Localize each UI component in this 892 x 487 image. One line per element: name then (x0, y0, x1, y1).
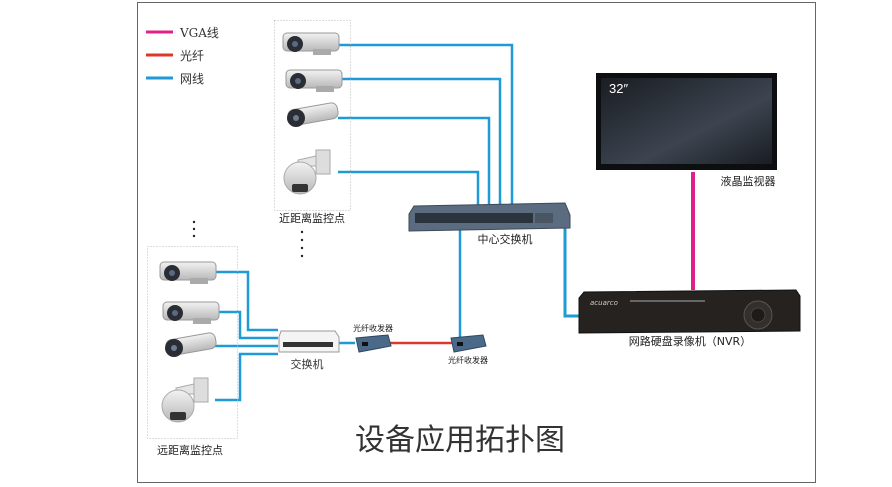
legend-label-fiber: 光纤 (180, 49, 204, 63)
legend: VGA线 光纤 网线 (146, 26, 219, 86)
transceiver-a: 光纤收发器 (353, 323, 393, 353)
access-switch: 交换机 (278, 330, 340, 371)
cable-far-cam-2 (213, 310, 278, 340)
transceiver-a-label: 光纤收发器 (353, 323, 393, 333)
nvr-label: 网路硬盘录像机（NVR） (629, 334, 751, 348)
nvr-brand: acuarco (590, 299, 618, 307)
monitor-size: 32″ (609, 81, 628, 96)
box-camera-icon (282, 32, 340, 56)
box-camera-ir-icon (162, 301, 220, 325)
transceiver-b-label: 光纤收发器 (448, 355, 488, 365)
continuation-dots (192, 220, 304, 258)
bullet-camera-icon (286, 101, 340, 128)
core-switch: 中心交换机 (408, 202, 571, 246)
bullet-camera-icon (164, 331, 218, 358)
monitor-label: 液晶监视器 (721, 174, 776, 188)
cable-near-cam-1 (338, 43, 514, 208)
cable-core-nvr (563, 228, 580, 318)
cable-far-cam-1 (215, 270, 278, 332)
near-site-label: 近距离监控点 (279, 211, 345, 225)
lcd-monitor: 32″ 液晶监视器 (596, 73, 777, 188)
cable-far-cam-4 (215, 352, 278, 402)
legend-label-vga: VGA线 (179, 26, 219, 40)
far-site: 远距离监控点 (147, 246, 238, 457)
cable-near-cam-3 (338, 116, 491, 208)
far-site-label: 远距离监控点 (157, 443, 223, 457)
diagram-title: 设备应用拓扑图 (355, 423, 565, 458)
dome-camera-icon (161, 377, 209, 423)
legend-label-ethernet: 网线 (180, 72, 204, 86)
box-camera-icon (159, 261, 217, 285)
dome-camera-icon (283, 149, 331, 195)
far-site-box (147, 246, 238, 439)
transceiver-b: 光纤收发器 (448, 334, 488, 365)
near-site-box (274, 20, 351, 211)
cable-near-cam-4 (338, 170, 480, 208)
access-switch-label: 交换机 (291, 357, 324, 371)
diagram-frame (137, 2, 816, 483)
near-site: 近距离监控点 (274, 20, 351, 225)
core-switch-label: 中心交换机 (478, 232, 533, 246)
box-camera-ir-icon (285, 69, 343, 93)
nvr: acuarco 网路硬盘录像机（NVR） (578, 289, 801, 348)
ethernet-cables (213, 43, 580, 402)
cable-near-cam-2 (338, 77, 502, 208)
